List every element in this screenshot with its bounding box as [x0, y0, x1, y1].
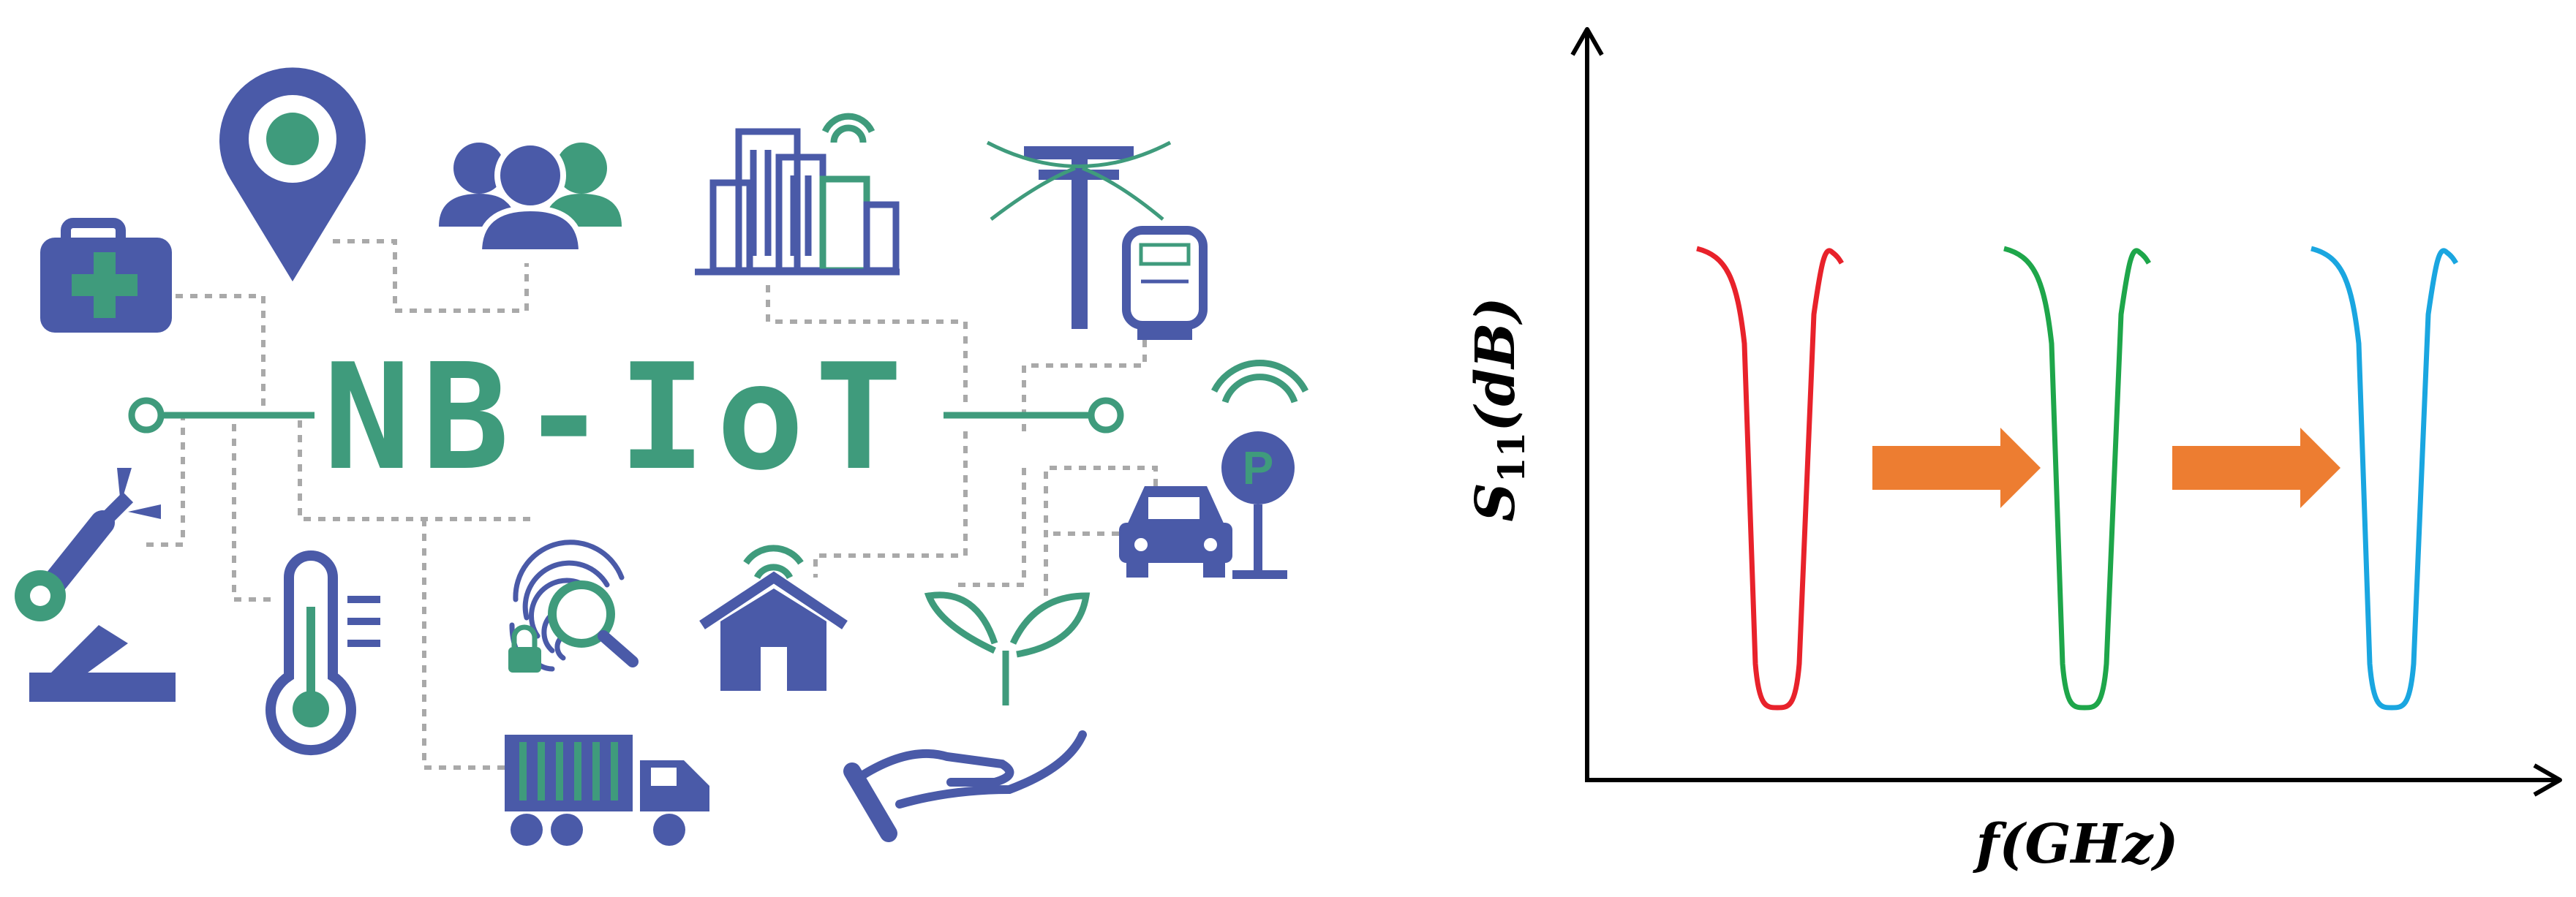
smart-home-icon [699, 545, 848, 691]
svg-text:S11(dB): S11(dB) [1464, 297, 1533, 521]
x-axis-label: f(GHz) [1972, 813, 2178, 876]
dotted-connectors [146, 239, 1158, 770]
fingerprint-search-icon [508, 540, 639, 673]
y-label-subscript: 11 [1490, 432, 1533, 483]
people-group-icon [439, 140, 622, 255]
resonance-curve-3 [2311, 246, 2459, 711]
thermometer-icon [265, 550, 380, 756]
x-label-unit: (GHz) [1999, 813, 2178, 876]
resonance-curve-2 [2003, 246, 2152, 711]
teal-connectors [128, 397, 1124, 434]
resonance-curve-1 [1696, 246, 1845, 711]
s11-chart: S11(dB) f(GHz) [1464, 27, 2562, 876]
plant-hand-icon [843, 591, 1091, 842]
shift-arrows [1872, 428, 2340, 508]
location-pin-icon [219, 67, 366, 282]
truck-icon [505, 735, 709, 846]
y-axis-label: S11(dB) [1464, 297, 1533, 521]
svg-text:P: P [1243, 442, 1274, 494]
shift-arrow-2 [2172, 428, 2340, 508]
nb-iot-title: NB-IoT [323, 333, 913, 503]
x-axis-arrowhead [2533, 763, 2562, 797]
smart-meter-icon [1122, 226, 1208, 340]
y-axis-arrowhead [1570, 27, 1604, 56]
robot-arm-icon [15, 468, 176, 702]
nb-iot-illustration: NB-IoT [15, 67, 1309, 846]
smart-parking-icon: P [1119, 360, 1309, 579]
smart-city-icon [695, 113, 900, 276]
y-label-unit: (dB) [1464, 297, 1527, 431]
shift-arrow-1 [1872, 428, 2041, 508]
power-pole-icon [986, 140, 1172, 329]
medical-kit-icon [40, 218, 172, 333]
resonance-curves [1696, 246, 2459, 711]
y-label-base: S [1464, 482, 1527, 521]
